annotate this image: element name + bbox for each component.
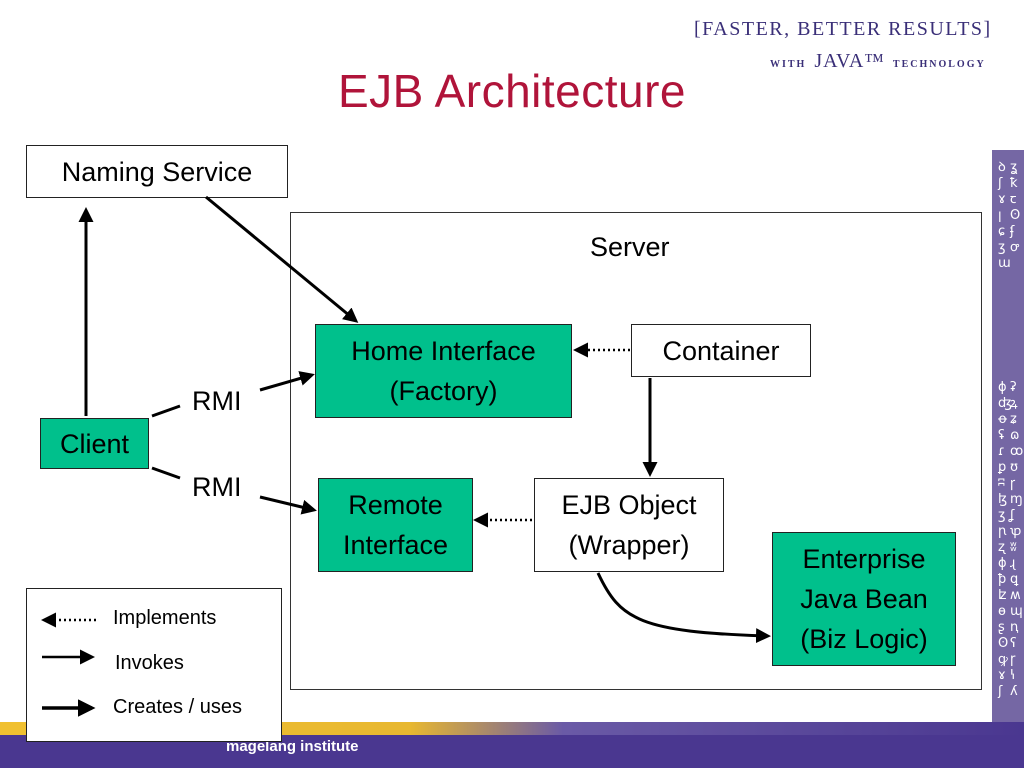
tagline-with: WITH (770, 59, 807, 70)
server-label: Server (590, 232, 670, 262)
tagline-technology: TECHNOLOGY (892, 59, 986, 70)
legend-invokes-label: Invokes (115, 652, 184, 674)
naming-service-box: Naming Service (26, 145, 288, 198)
arrow-naming-to-home (205, 195, 359, 323)
home-interface-line-1: Home Interface (351, 336, 536, 366)
legend-implements-label: Implements (113, 607, 217, 629)
tagline-java: JAVA™ (814, 50, 885, 72)
arrow-rmi-to-remote (259, 495, 317, 515)
enterprise-bean-line-3: (Biz Logic) (800, 624, 928, 654)
container-label: Container (662, 335, 780, 366)
container-box: Container (631, 324, 811, 377)
client-box: Client (40, 418, 149, 469)
arrow-ejb-object-to-bean (596, 572, 771, 644)
slide-title: EJB Architecture (337, 65, 687, 117)
home-interface-box: Home Interface (Factory) (315, 324, 572, 418)
arrow-rmi-to-home (259, 371, 315, 392)
remote-interface-line-1: Remote (348, 490, 443, 520)
footer-institute-logo: magelang institute (226, 738, 359, 755)
legend: Implements Invokes Creates / uses (26, 588, 282, 742)
remote-interface-box: Remote Interface (318, 478, 473, 572)
rmi-label-top: RMI (192, 386, 242, 416)
remote-interface-line-2: Interface (342, 530, 449, 560)
ejb-object-box: EJB Object (Wrapper) (534, 478, 724, 572)
enterprise-bean-box: Enterprise Java Bean (Biz Logic) (772, 532, 956, 666)
rmi-label-bottom: RMI (192, 472, 242, 502)
connector-client-rmi-top (151, 404, 181, 418)
enterprise-bean-line-1: Enterprise (802, 544, 926, 574)
connector-client-rmi-bottom (151, 466, 181, 480)
enterprise-bean-line-2: Java Bean (800, 584, 928, 614)
ejb-object-line-2: (Wrapper) (568, 530, 690, 560)
naming-service-label: Naming Service (61, 156, 253, 187)
tagline-main: [FASTER, BETTER RESULTS] (694, 18, 992, 40)
legend-creates-uses-label: Creates / uses (113, 696, 242, 718)
ejb-object-line-1: EJB Object (561, 490, 697, 520)
client-label: Client (59, 428, 130, 459)
tagline-sub: WITH JAVA™ TECHNOLOGY (770, 50, 986, 73)
home-interface-line-2: (Factory) (389, 376, 498, 406)
